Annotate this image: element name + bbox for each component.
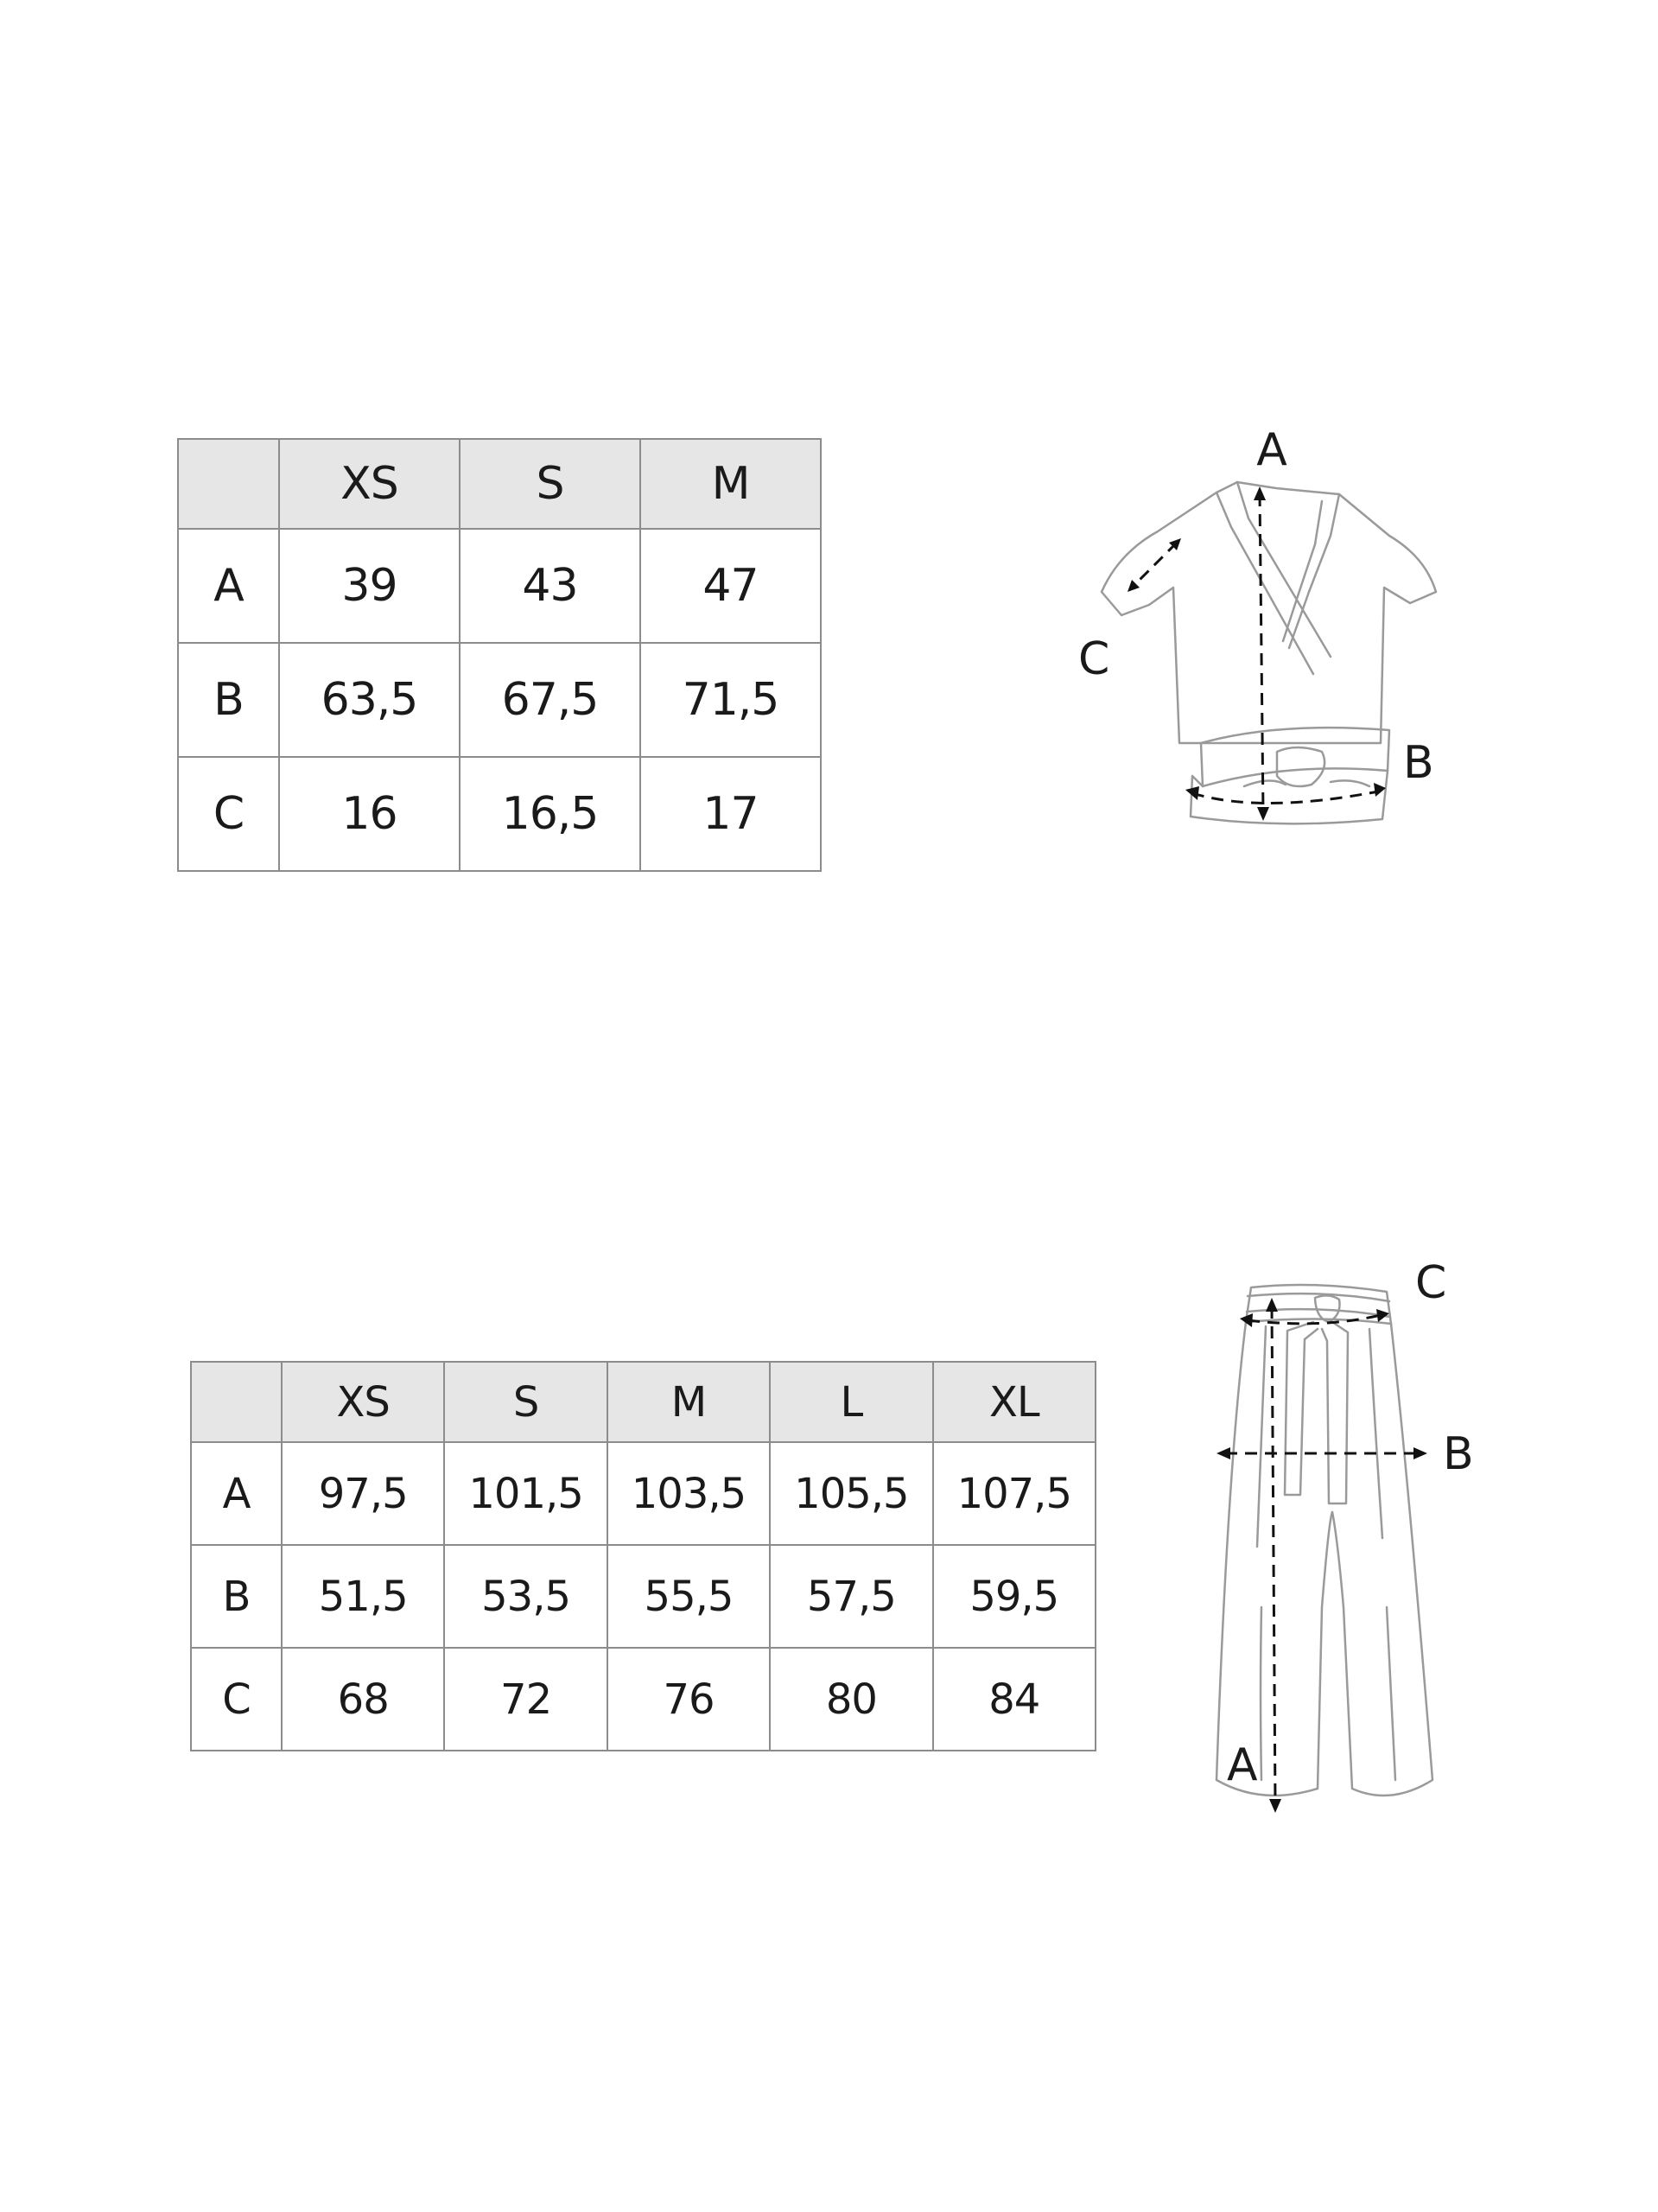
table-cell: 39 xyxy=(278,528,461,644)
table-cell: 103,5 xyxy=(606,1441,772,1546)
row-label: B xyxy=(177,642,280,758)
measure-c-line xyxy=(1247,1313,1382,1325)
corner-cell xyxy=(177,438,280,530)
size-header: XS xyxy=(278,438,461,530)
size-header: S xyxy=(443,1361,608,1443)
table-cell: 71,5 xyxy=(639,642,822,758)
size-header: L xyxy=(769,1361,934,1443)
table-row: B 51,5 53,5 55,5 57,5 59,5 xyxy=(190,1544,1097,1649)
table-cell: 53,5 xyxy=(443,1544,608,1649)
arrowhead xyxy=(1128,580,1140,592)
table-cell: 76 xyxy=(606,1647,772,1751)
crop-top-outline xyxy=(1100,480,1438,825)
size-header: M xyxy=(639,438,822,530)
arrowhead xyxy=(1376,1309,1389,1322)
trousers-outline xyxy=(1215,1283,1434,1797)
table-row: C 68 72 76 80 84 xyxy=(190,1647,1097,1751)
table-row: A 97,5 101,5 103,5 105,5 107,5 xyxy=(190,1441,1097,1546)
size-header: M xyxy=(606,1361,772,1443)
row-label: C xyxy=(177,756,280,872)
measure-a-line xyxy=(1258,493,1265,813)
arrowhead xyxy=(1240,1313,1253,1327)
table-cell: 107,5 xyxy=(931,1441,1097,1546)
table-cell: 43 xyxy=(459,528,641,644)
corner-cell xyxy=(190,1361,283,1443)
table-cell: 17 xyxy=(639,756,822,872)
row-label: B xyxy=(190,1544,283,1649)
size-header: S xyxy=(459,438,641,530)
table-cell: 105,5 xyxy=(769,1441,934,1546)
table-cell: 97,5 xyxy=(280,1441,446,1546)
arrowhead xyxy=(1269,1799,1281,1813)
arrowhead xyxy=(1185,786,1199,800)
measure-a-line xyxy=(1270,1306,1277,1805)
measure-a-label: A xyxy=(1227,1739,1258,1791)
table-cell: 67,5 xyxy=(459,642,641,758)
measure-b-label: B xyxy=(1443,1428,1474,1480)
table-row: A 39 43 47 xyxy=(177,528,822,644)
measure-c-line xyxy=(1130,541,1178,589)
table-cell: 101,5 xyxy=(443,1441,608,1546)
trousers-illustration: C B A xyxy=(1215,1257,1474,1813)
top-size-table: XS S M A 39 43 47 B 63,5 67,5 71,5 C 16 … xyxy=(177,438,822,872)
table-cell: 57,5 xyxy=(769,1544,934,1649)
arrowhead xyxy=(1217,1447,1230,1459)
table-cell: 47 xyxy=(639,528,822,644)
table-cell: 16 xyxy=(278,756,461,872)
table-cell: 68 xyxy=(280,1647,446,1751)
arrowhead xyxy=(1374,783,1386,797)
measure-c-label: C xyxy=(1415,1257,1446,1309)
table-header-row: XS S M xyxy=(177,438,822,530)
size-header: XL xyxy=(931,1361,1097,1443)
crop-top-illustration: A B C xyxy=(1078,424,1438,825)
table-cell: 84 xyxy=(931,1647,1097,1751)
table-row: B 63,5 67,5 71,5 xyxy=(177,642,822,758)
measure-b-line xyxy=(1191,790,1379,805)
table-header-row: XS S M L XL xyxy=(190,1361,1097,1443)
arrowhead xyxy=(1257,807,1269,821)
measure-c-label: C xyxy=(1078,633,1109,685)
table-cell: 59,5 xyxy=(931,1544,1097,1649)
table-cell: 55,5 xyxy=(606,1544,772,1649)
table-cell: 80 xyxy=(769,1647,934,1751)
table-cell: 16,5 xyxy=(459,756,641,872)
row-label: A xyxy=(190,1441,283,1546)
size-header: XS xyxy=(280,1361,446,1443)
trousers-size-table: XS S M L XL A 97,5 101,5 103,5 105,5 107… xyxy=(190,1361,1097,1751)
table-cell: 72 xyxy=(443,1647,608,1751)
arrowhead xyxy=(1266,1298,1278,1312)
table-cell: 51,5 xyxy=(280,1544,446,1649)
table-cell: 63,5 xyxy=(278,642,461,758)
row-label: C xyxy=(190,1647,283,1751)
arrowhead xyxy=(1413,1447,1427,1459)
table-row: C 16 16,5 17 xyxy=(177,756,822,872)
arrowhead xyxy=(1169,538,1181,550)
measure-b-label: B xyxy=(1403,737,1434,789)
measure-a-label: A xyxy=(1256,424,1287,476)
row-label: A xyxy=(177,528,280,644)
arrowhead xyxy=(1254,486,1266,500)
